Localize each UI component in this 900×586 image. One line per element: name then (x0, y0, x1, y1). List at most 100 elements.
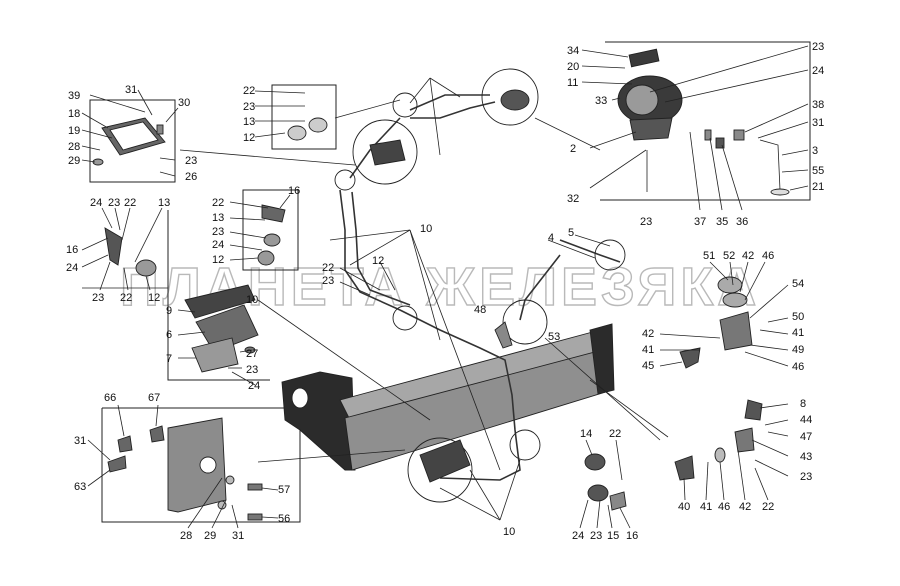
callout-label: 12 (212, 254, 224, 266)
callout-label: 54 (792, 278, 804, 290)
callout-label: 16 (626, 530, 638, 542)
callout-label: 10 (246, 294, 258, 306)
callout-label: 29 (204, 530, 216, 542)
callout-label: 23 (108, 197, 120, 209)
callout-label: 16 (288, 185, 300, 197)
callout-label: 48 (474, 304, 486, 316)
callout-label: 55 (812, 165, 824, 177)
parts (92, 48, 790, 521)
callout-label: 46 (718, 501, 730, 513)
callout-label: 24 (812, 65, 824, 77)
callout-label: 8 (800, 398, 806, 410)
callout-label: 22 (120, 292, 132, 304)
callout-label: 45 (642, 360, 654, 372)
callout-label: 7 (166, 353, 172, 365)
callout-label: 19 (68, 125, 80, 137)
callout-label: 22 (212, 197, 224, 209)
callout-label: 56 (278, 513, 290, 525)
callout-label: 38 (812, 99, 824, 111)
callout-label: 37 (694, 216, 706, 228)
callout-label: 12 (372, 255, 384, 267)
callout-label: 67 (148, 392, 160, 404)
callout-label: 4 (548, 232, 554, 244)
callout-label: 22 (124, 197, 136, 209)
callout-label: 28 (68, 141, 80, 153)
callout-label: 28 (180, 530, 192, 542)
callout-label: 5 (568, 227, 574, 239)
callout-label: 49 (792, 344, 804, 356)
callout-label: 31 (812, 117, 824, 129)
callout-label: 23 (246, 364, 258, 376)
callout-label: 13 (158, 197, 170, 209)
callout-label: 13 (212, 212, 224, 224)
callout-label: 20 (567, 61, 579, 73)
callout-label: 31 (232, 530, 244, 542)
callout-label: 18 (68, 108, 80, 120)
callout-label: 30 (178, 97, 190, 109)
callout-label: 16 (66, 244, 78, 256)
callout-label: 66 (104, 392, 116, 404)
callout-label: 10 (503, 526, 515, 538)
callout-label: 24 (212, 239, 224, 251)
callout-label: 15 (607, 530, 619, 542)
callout-label: 22 (762, 501, 774, 513)
callout-label: 41 (792, 327, 804, 339)
callout-label: 22 (243, 85, 255, 97)
callout-labels: 39 31 30 18 19 28 29 23 26 22 23 13 12 3… (66, 41, 824, 542)
callout-label: 26 (185, 171, 197, 183)
callout-label: 23 (800, 471, 812, 483)
callout-label: 23 (322, 275, 334, 287)
callout-label: 52 (723, 250, 735, 262)
callout-label: 41 (642, 344, 654, 356)
callout-label: 43 (800, 451, 812, 463)
callout-label: 57 (278, 484, 290, 496)
callout-label: 39 (68, 90, 80, 102)
callout-label: 14 (580, 428, 592, 440)
callout-label: 33 (595, 95, 607, 107)
callout-label: 27 (246, 348, 258, 360)
callout-label: 42 (739, 501, 751, 513)
callout-label: 23 (812, 41, 824, 53)
callout-label: 23 (640, 216, 652, 228)
callout-label: 36 (736, 216, 748, 228)
callout-label: 34 (567, 45, 579, 57)
callout-label: 53 (548, 331, 560, 343)
callout-label: 24 (90, 197, 102, 209)
callout-label: 21 (812, 181, 824, 193)
callout-label: 41 (700, 501, 712, 513)
callout-label: 31 (74, 435, 86, 447)
chassis-frame (281, 323, 615, 471)
callout-label: 23 (243, 101, 255, 113)
callout-label: 46 (792, 361, 804, 373)
callout-label: 6 (166, 329, 172, 341)
callout-label: 50 (792, 311, 804, 323)
callout-label: 11 (567, 77, 578, 89)
detail-frames (82, 41, 811, 523)
callout-label: 31 (125, 84, 137, 96)
callout-label: 2 (570, 143, 576, 155)
leader-lines (81, 45, 809, 529)
callout-label: 23 (185, 155, 197, 167)
callout-label: 3 (812, 145, 818, 157)
callout-label: 23 (92, 292, 104, 304)
callout-label: 13 (243, 116, 255, 128)
callout-label: 22 (609, 428, 621, 440)
callout-label: 51 (703, 250, 715, 262)
callout-label: 35 (716, 216, 728, 228)
callout-label: 24 (66, 262, 78, 274)
callout-label: 23 (590, 530, 602, 542)
callout-label: 10 (420, 223, 432, 235)
callout-label: 47 (800, 431, 812, 443)
callout-label: 22 (322, 262, 334, 274)
callout-label: 29 (68, 155, 80, 167)
callout-label: 40 (678, 501, 690, 513)
callout-label: 9 (166, 305, 172, 317)
callout-label: 12 (243, 132, 255, 144)
callout-label: 42 (642, 328, 654, 340)
callout-label: 32 (567, 193, 579, 205)
callout-label: 63 (74, 481, 86, 493)
callout-label: 23 (212, 226, 224, 238)
callout-label: 12 (148, 292, 160, 304)
callout-label: 42 (742, 250, 754, 262)
